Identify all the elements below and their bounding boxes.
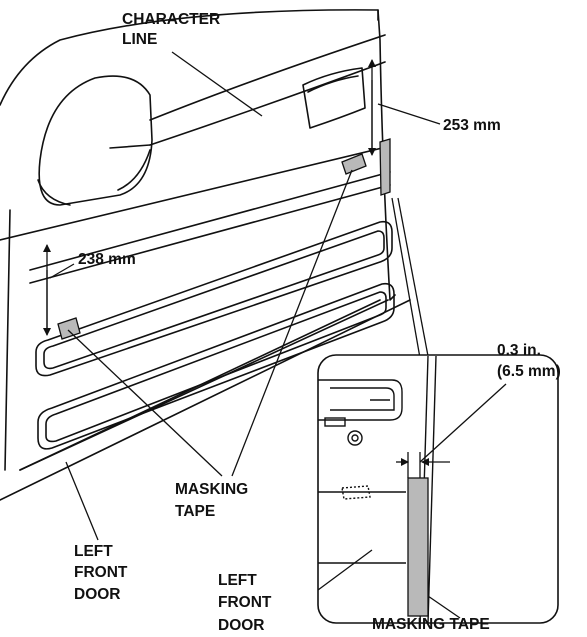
label-238-mm: 238 mm	[78, 251, 136, 268]
lower-side-molding	[37, 282, 395, 450]
label-masking-tape-detail: MASKING TAPE	[372, 616, 490, 633]
leader-tape-front	[67, 329, 223, 477]
detail-inset	[317, 354, 559, 624]
label-masking-2: TAPE	[175, 503, 215, 520]
upper-side-molding	[35, 220, 393, 377]
label-character-line-2: LINE	[122, 31, 157, 48]
leader-character-line	[171, 51, 263, 117]
upper-molding	[29, 171, 391, 284]
masking-tape-edge	[379, 138, 391, 196]
label-detail-door-2: FRONT	[218, 594, 272, 611]
label-masking-1: MASKING	[175, 481, 248, 498]
masking-tape-front	[57, 317, 81, 340]
masking-tape-rear	[341, 153, 367, 175]
leader-gap	[419, 383, 507, 463]
detail-masking-tape	[407, 477, 429, 617]
label-left-front-door-1: LEFT	[74, 543, 113, 560]
side-mirror	[37, 75, 153, 206]
leader-detail-2	[397, 197, 429, 357]
label-character-line-1: CHARACTER	[122, 11, 220, 28]
label-gap-mm: (6.5 mm)	[497, 363, 561, 380]
door-handle	[302, 67, 366, 129]
label-left-front-door-3: DOOR	[74, 586, 121, 603]
leader-238	[49, 263, 75, 279]
leader-detail-door	[317, 549, 373, 591]
label-gap-in: 0.3 in.	[497, 342, 541, 359]
leader-detail-tape	[427, 595, 461, 619]
labels: CHARACTER LINE 253 mm 238 mm 0.3 in. (6.…	[74, 11, 561, 634]
label-detail-door-1: LEFT	[218, 572, 257, 589]
label-left-front-door-2: FRONT	[74, 564, 128, 581]
leader-left-front-door	[65, 461, 99, 541]
leader-detail-1	[391, 197, 421, 359]
leader-tape-rear	[231, 169, 353, 477]
label-detail-door-3: DOOR	[218, 617, 265, 634]
leader-253	[377, 103, 441, 125]
character-line	[109, 34, 386, 149]
label-253-mm: 253 mm	[443, 117, 501, 134]
